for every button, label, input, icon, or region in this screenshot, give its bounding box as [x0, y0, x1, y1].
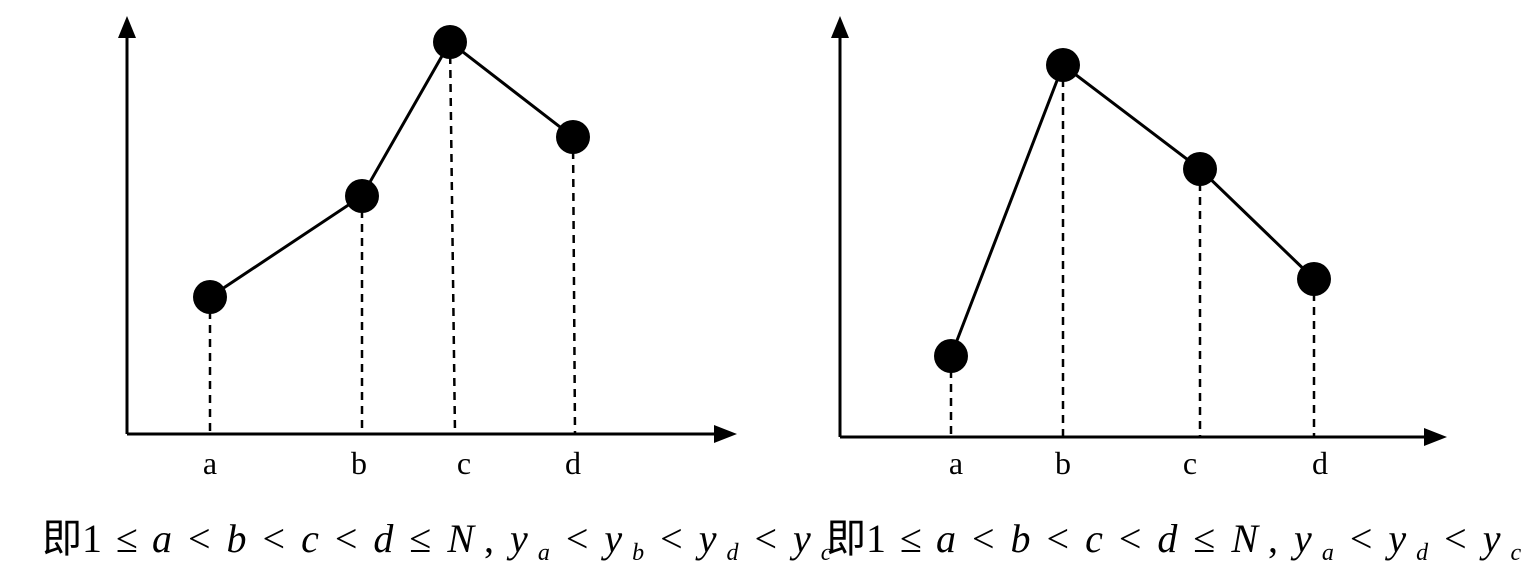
lt-symbol: <	[1444, 516, 1467, 561]
lt-symbol: <	[1047, 516, 1070, 561]
comma: ,	[484, 516, 494, 561]
var-d: d	[1157, 516, 1178, 561]
lt-symbol: <	[566, 516, 589, 561]
var-N: N	[1230, 516, 1260, 561]
caption-prefix: 即1	[826, 516, 886, 561]
lt-symbol: <	[1119, 516, 1142, 561]
lt-symbol: <	[972, 516, 995, 561]
x-label-c: c	[1183, 445, 1197, 481]
var-a: a	[152, 516, 172, 561]
lt-symbol: <	[188, 516, 211, 561]
x-label-a: a	[949, 445, 963, 481]
panel-right: a b c d 即1 ≤ a < b < c < d ≤ N , y a < y…	[826, 16, 1532, 569]
le-symbol: ≤	[900, 516, 922, 561]
var-c: c	[301, 516, 319, 561]
y-var: y	[506, 516, 528, 561]
le-symbol: ≤	[1193, 516, 1215, 561]
lt-symbol: <	[335, 516, 358, 561]
y-sub-2: d	[1416, 540, 1429, 566]
var-a: a	[936, 516, 956, 561]
caption-left: 即1 ≤ a < b < c < d ≤ N , y a < y b < y d…	[42, 516, 832, 569]
y-var: y	[789, 516, 811, 561]
point-b	[1046, 48, 1080, 82]
point-a	[193, 280, 227, 314]
lt-symbol: <	[754, 516, 777, 561]
y-var: y	[600, 516, 622, 561]
x-label-b: b	[1055, 445, 1071, 481]
caption-prefix: 即1	[42, 516, 102, 561]
y-sub-3: c	[1510, 540, 1521, 566]
y-sub-4: c	[821, 540, 832, 566]
le-symbol: ≤	[409, 516, 431, 561]
x-label-d: d	[1312, 445, 1328, 481]
var-b: b	[1011, 516, 1031, 561]
connecting-line	[209, 39, 574, 299]
point-a	[934, 339, 968, 373]
point-c	[433, 25, 467, 59]
x-axis-arrowhead	[1424, 428, 1447, 446]
y-var: y	[1479, 516, 1501, 561]
y-var: y	[1384, 516, 1406, 561]
y-sub-2: b	[632, 540, 644, 566]
point-c	[1183, 152, 1217, 186]
x-label-b: b	[351, 445, 367, 481]
x-label-c: c	[457, 445, 471, 481]
lt-symbol: <	[1350, 516, 1373, 561]
y-axis-arrowhead	[118, 16, 136, 38]
connecting-line	[949, 62, 1316, 357]
y-sub-1: a	[538, 540, 550, 566]
lt-symbol: <	[660, 516, 683, 561]
drop-line-c	[448, 41, 457, 435]
var-b: b	[227, 516, 247, 561]
point-d	[556, 120, 590, 154]
x-label-a: a	[203, 445, 217, 481]
caption-right: 即1 ≤ a < b < c < d ≤ N , y a < y d < y c…	[826, 516, 1532, 569]
var-c: c	[1085, 516, 1103, 561]
panel-left: a b c d 即1 ≤ a < b < c < d ≤ N , y a < y…	[42, 16, 832, 569]
var-N: N	[446, 516, 476, 561]
drop-line-d	[571, 136, 577, 435]
lt-symbol: <	[263, 516, 286, 561]
x-axis-arrowhead	[714, 425, 737, 443]
y-sub-3: d	[726, 540, 739, 566]
point-b	[345, 179, 379, 213]
var-d: d	[373, 516, 394, 561]
point-d	[1297, 262, 1331, 296]
y-var: y	[695, 516, 717, 561]
y-var: y	[1290, 516, 1312, 561]
y-axis-arrowhead	[831, 16, 849, 38]
comma: ,	[1268, 516, 1278, 561]
le-symbol: ≤	[116, 516, 138, 561]
x-label-d: d	[565, 445, 581, 481]
y-sub-1: a	[1322, 540, 1334, 566]
